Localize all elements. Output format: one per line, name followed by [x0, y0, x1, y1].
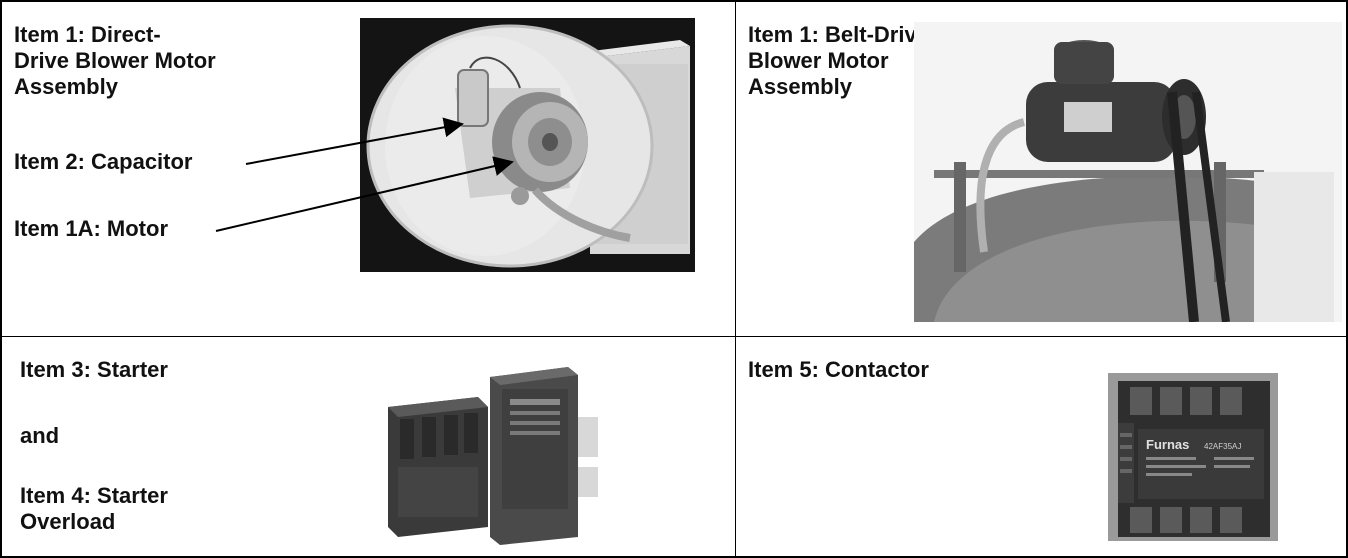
direct-drive-title: Item 1: Direct- Drive Blower Motor Assem… [14, 22, 216, 99]
and-label: and [20, 423, 60, 448]
direct-drive-cell: Item 1: Direct- Drive Blower Motor Assem… [0, 0, 736, 337]
contactor-brand: Furnas [1146, 437, 1189, 452]
motor-label: Item 1A: Motor [14, 216, 168, 241]
belt-drive-blower-photo [914, 22, 1342, 322]
contactor-photo: Furnas 42AF35AJ [1108, 373, 1278, 541]
starter-cell: Item 3: Starter and Item 4: Starter Over… [0, 336, 736, 558]
contactor-label: Item 5: Contactor [748, 357, 929, 382]
starter-photo [388, 367, 598, 545]
belt-drive-title: Item 1: Belt-Drive Blower Motor Assembly [748, 22, 929, 99]
contactor-model: 42AF35AJ [1204, 442, 1241, 451]
starter-label: Item 3: Starter [20, 357, 168, 382]
direct-drive-blower-photo [360, 18, 695, 272]
belt-drive-cell: Item 1: Belt-Drive Blower Motor Assembly [735, 0, 1348, 337]
capacitor-label: Item 2: Capacitor [14, 149, 193, 174]
starter-overload-label: Item 4: Starter Overload [20, 483, 168, 534]
contactor-cell: Item 5: Contactor Furnas 42AF35AJ [735, 336, 1348, 558]
